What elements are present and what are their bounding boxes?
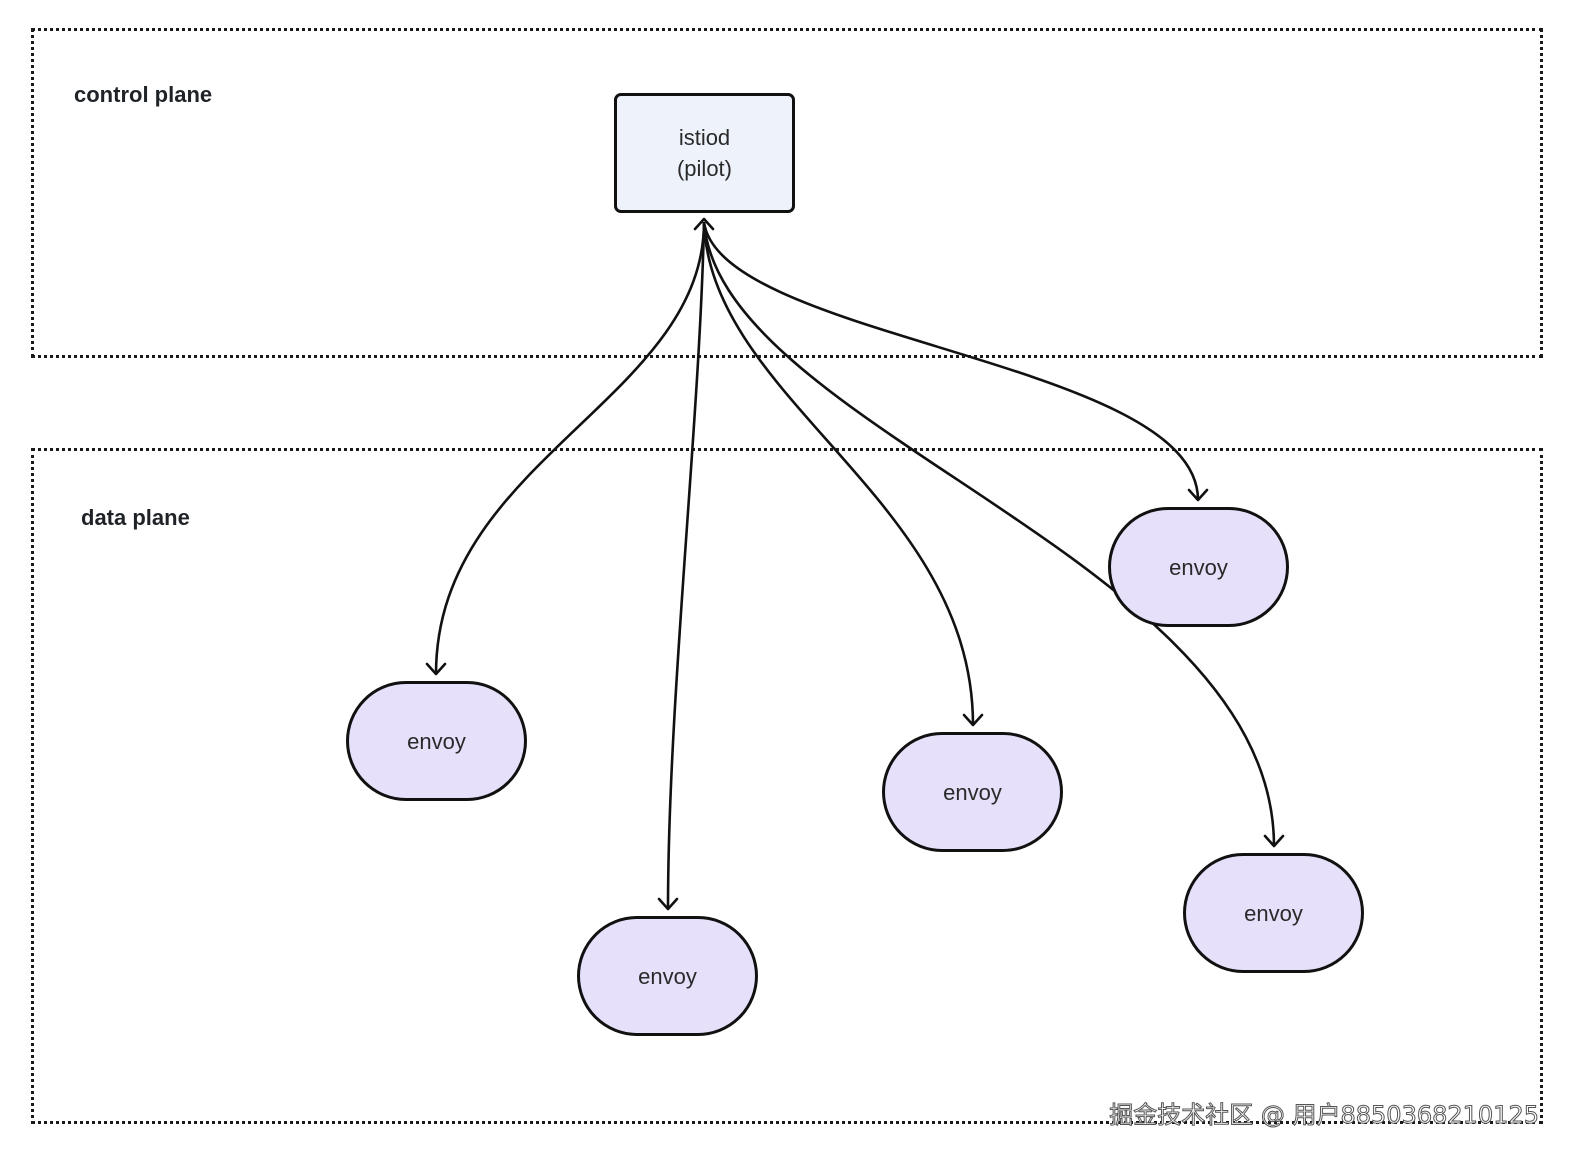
- envoy-label: envoy: [1244, 900, 1303, 926]
- envoy-node: envoy: [1183, 853, 1364, 973]
- data-plane-label: data plane: [81, 505, 190, 530]
- control-plane-label: control plane: [74, 82, 213, 107]
- envoy-node: envoy: [1108, 507, 1289, 627]
- watermark-text: 掘金技术社区 @ 用户8850368210125: [1109, 1101, 1540, 1130]
- envoy-label: envoy: [1169, 554, 1228, 580]
- istiod-sublabel: (pilot): [676, 156, 732, 181]
- envoy-node: envoy: [577, 916, 758, 1036]
- envoy-label: envoy: [407, 728, 466, 754]
- istiod-label: istiod: [678, 125, 731, 150]
- envoy-label: envoy: [638, 963, 697, 989]
- data-plane-boundary: [31, 448, 1543, 1124]
- envoy-node: envoy: [346, 681, 527, 801]
- envoy-label: envoy: [943, 779, 1002, 805]
- istiod-node: istiod (pilot): [614, 93, 795, 213]
- envoy-node: envoy: [882, 732, 1063, 852]
